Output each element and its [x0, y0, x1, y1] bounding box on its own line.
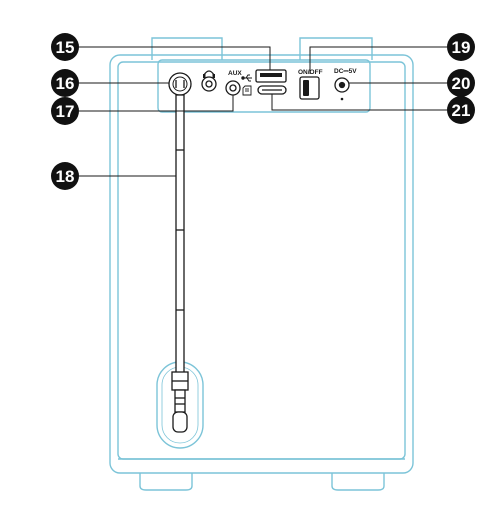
outer-shell — [109, 54, 414, 474]
aux-jack — [225, 80, 241, 96]
headphone-jack — [201, 76, 217, 92]
leader-15 — [79, 46, 271, 70]
usb-port — [255, 69, 287, 83]
dc-indicator-led — [340, 97, 344, 101]
antenna-pivot — [168, 72, 192, 96]
leader-lines — [79, 46, 447, 177]
callout-16: 16 — [51, 69, 79, 97]
power-switch-knob — [303, 80, 309, 96]
callout-21-label: 21 — [452, 101, 471, 120]
antenna-joint — [174, 389, 186, 413]
foot-left — [139, 473, 193, 491]
callout-18-label: 18 — [56, 167, 75, 186]
headphone-icon — [203, 70, 215, 78]
dc-input-label: DC⎓5V — [334, 68, 357, 75]
aux-jack-hole — [229, 84, 237, 92]
callout-17: 17 — [51, 97, 79, 125]
dc-input-jack-hole — [338, 81, 346, 89]
callout-18: 18 — [51, 162, 79, 190]
foot-right — [331, 473, 385, 491]
callout-17-label: 17 — [56, 102, 75, 121]
headphone-jack-hole — [205, 80, 213, 88]
callout-15: 15 — [51, 33, 79, 61]
usb-icon — [241, 74, 252, 82]
dc-input-jack — [334, 77, 350, 93]
callout-20: 20 — [447, 69, 475, 97]
usb-port-tongue — [260, 73, 282, 77]
callout-19: 19 — [447, 33, 475, 61]
control-panel — [157, 59, 371, 113]
ports — [168, 69, 350, 433]
handle-left — [151, 37, 223, 60]
leader-21 — [271, 94, 447, 111]
antenna-pivot-inner — [172, 76, 188, 92]
callout-15-label: 15 — [56, 38, 75, 57]
callout-19-label: 19 — [452, 38, 471, 57]
antenna-tip — [172, 411, 188, 433]
handle-right — [299, 37, 373, 60]
inner-face — [117, 61, 406, 460]
callout-21: 21 — [447, 96, 475, 124]
leader-19 — [309, 46, 447, 74]
callout-20-label: 20 — [452, 74, 471, 93]
device-body — [109, 37, 414, 491]
callout-16-label: 16 — [56, 74, 75, 93]
power-switch — [299, 76, 320, 100]
sd-card-icon — [242, 85, 252, 96]
aux-label: AUX — [228, 70, 242, 77]
antenna-rod — [175, 94, 185, 376]
leader-17 — [79, 95, 234, 112]
